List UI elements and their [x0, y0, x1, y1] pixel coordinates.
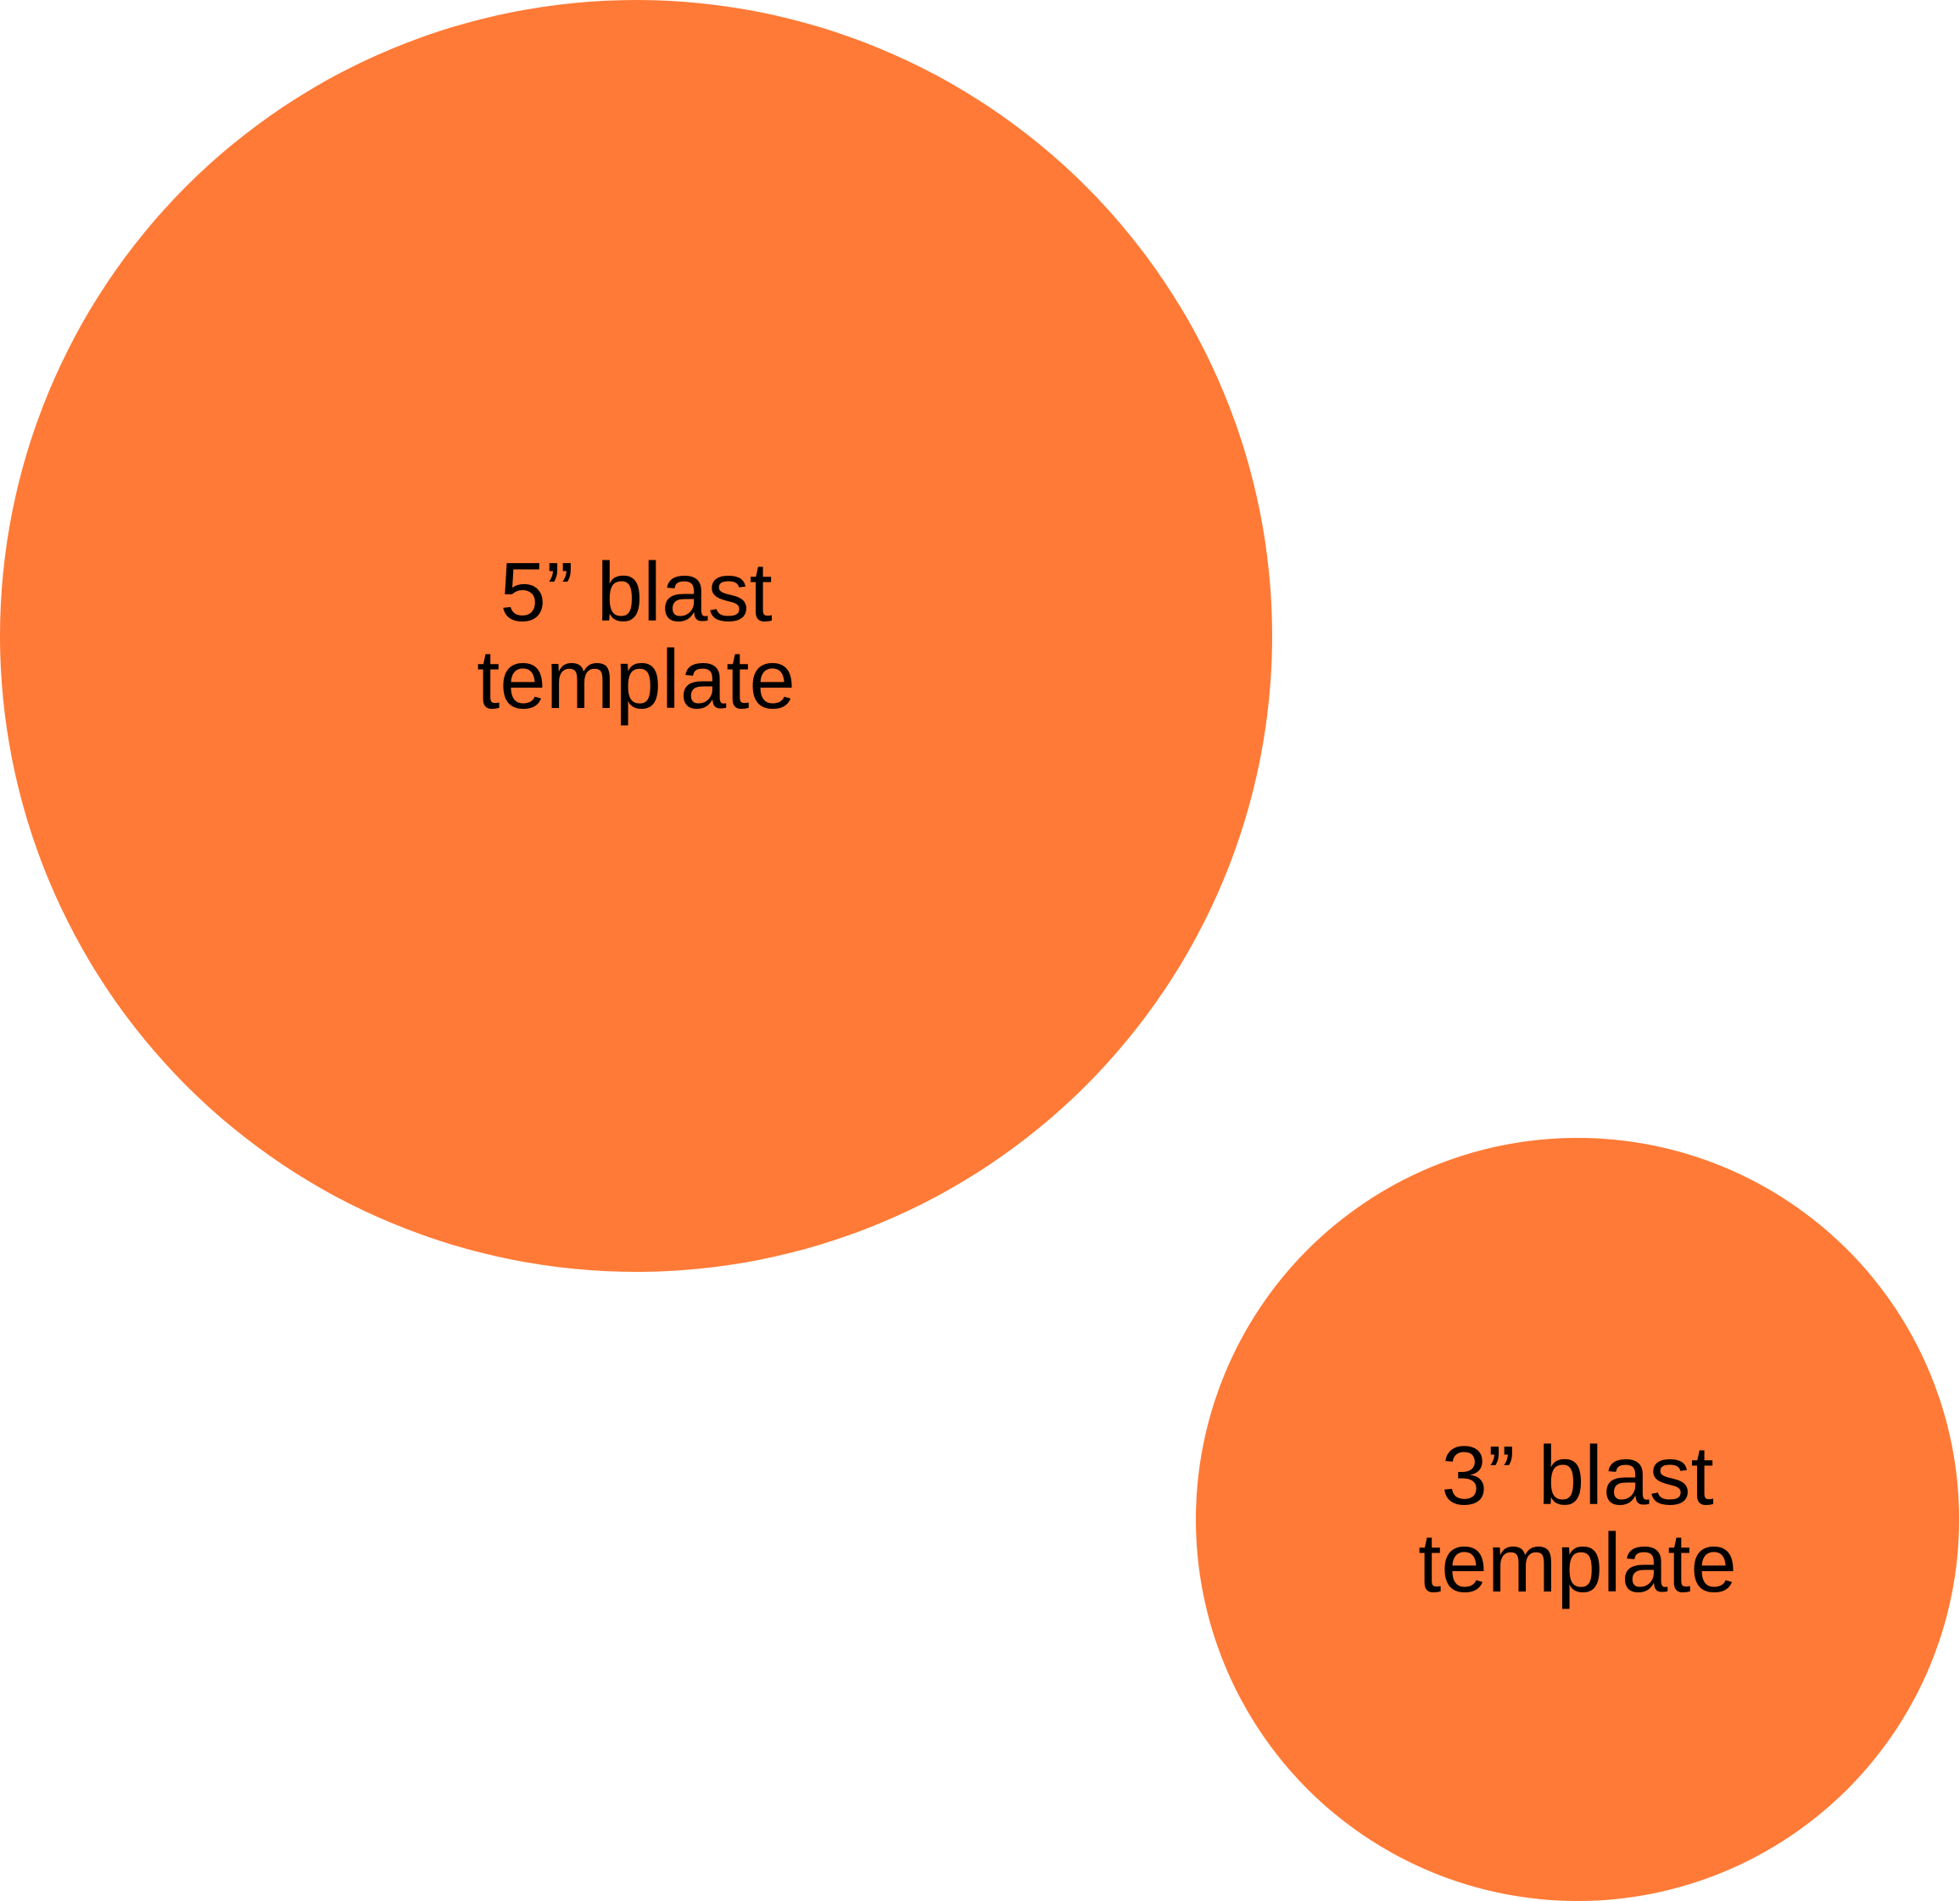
- template-label-line1: 5” blast: [500, 545, 773, 639]
- five-inch-blast-template: 5” blast template: [0, 0, 1272, 1272]
- template-label-line2: template: [1418, 1516, 1737, 1609]
- template-label: 5” blast template: [477, 549, 796, 723]
- template-label: 3” blast template: [1418, 1432, 1737, 1607]
- three-inch-blast-template: 3” blast template: [1196, 1138, 1959, 1901]
- template-label-line1: 3” blast: [1441, 1429, 1714, 1523]
- template-label-line2: template: [477, 633, 796, 726]
